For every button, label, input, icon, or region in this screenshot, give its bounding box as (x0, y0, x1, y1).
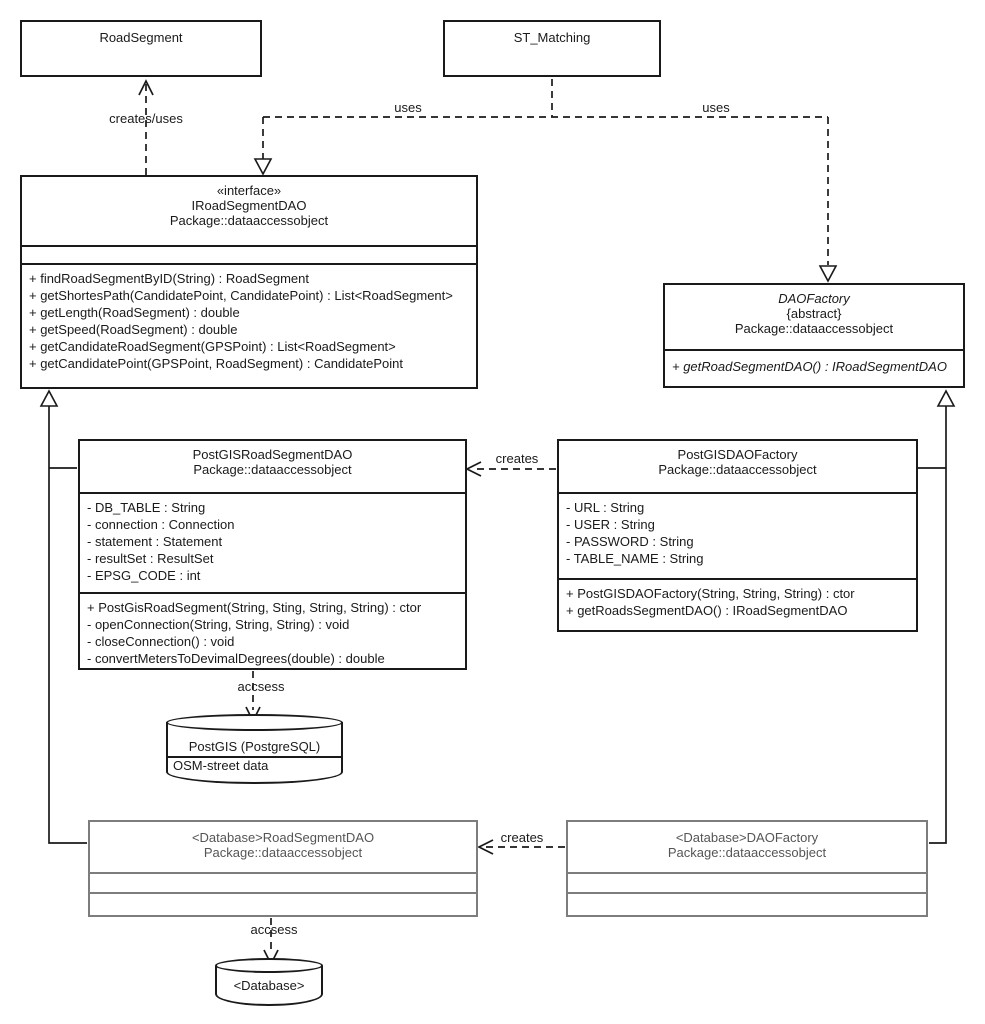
postgisfactory-title: PostGISDAOFactory (677, 447, 798, 462)
db-daofactory-package: Package::dataaccessobject (667, 845, 827, 860)
daofactory-modifier: {abstract} (786, 306, 842, 321)
postgisdao-title: PostGISRoadSegmentDAO (192, 447, 353, 462)
attribute-line: - statement : Statement (87, 534, 223, 549)
postgisdao-attributes: - DB_TABLE : String - connection : Conne… (80, 494, 465, 594)
edge-label-creates-mid: creates (495, 451, 539, 466)
triangle-arrow-into-daofactory (818, 265, 838, 283)
attribute-line: - resultSet : ResultSet (87, 551, 214, 566)
method-line: + PostGISDAOFactory(String, String, Stri… (566, 586, 855, 601)
cylinder-top-ellipse (166, 714, 343, 731)
cylinder-top-ellipse (215, 958, 323, 973)
datastore-postgis-subtitle: OSM-street data (173, 758, 269, 773)
attribute-line: - URL : String (566, 500, 645, 515)
db-roadsegmentdao-methods-empty (90, 894, 476, 919)
attribute-line: - TABLE_NAME : String (566, 551, 704, 566)
db-roadsegmentdao-title: <Database>RoadSegmentDAO (191, 830, 375, 845)
method-line: + getLength(RoadSegment) : double (29, 305, 240, 320)
postgisdao-header: PostGISRoadSegmentDAO Package::dataacces… (80, 441, 465, 494)
method-line: + getCandidatePoint(GPSPoint, RoadSegmen… (29, 356, 403, 371)
interface-attributes-empty (22, 247, 476, 265)
class-database-roadsegmentdao: <Database>RoadSegmentDAO Package::dataac… (88, 820, 478, 917)
edge-label-access-top: accsess (237, 679, 285, 694)
postgisfactory-package: Package::dataaccessobject (658, 462, 817, 477)
edge-label-creates-bottom: creates (500, 830, 544, 845)
class-postgisroadsegmentdao: PostGISRoadSegmentDAO Package::dataacces… (78, 439, 467, 670)
class-roadsegment-title: RoadSegment (99, 30, 183, 45)
method-line: + getShortesPath(CandidatePoint, Candida… (29, 288, 453, 303)
datastore-database: <Database> (215, 958, 323, 1006)
edge-generalization-right (929, 406, 947, 844)
cylinder-body: PostGIS (PostgreSQL) OSM-street data (166, 722, 343, 784)
triangle-arrow-into-interface (253, 158, 273, 176)
class-postgisdaofactory: PostGISDAOFactory Package::dataaccessobj… (557, 439, 918, 632)
interface-stereotype: «interface» (216, 183, 282, 198)
method-line: + PostGisRoadSegment(String, Sting, Stri… (87, 600, 422, 615)
edge-label-creates-uses: creates/uses (109, 111, 183, 126)
attribute-line: - EPSG_CODE : int (87, 568, 201, 583)
class-stmatching-title: ST_Matching (513, 30, 591, 45)
attribute-line: - connection : Connection (87, 517, 235, 532)
method-line: - closeConnection() : void (87, 634, 235, 649)
method-line: - openConnection(String, String, String)… (87, 617, 350, 632)
method-line: + getCandidateRoadSegment(GPSPoint) : Li… (29, 339, 396, 354)
method-line: + getRoadsSegmentDAO() : IRoadSegmentDAO (566, 603, 848, 618)
postgisfactory-methods: + PostGISDAOFactory(String, String, Stri… (559, 580, 916, 634)
db-daofactory-attributes-empty (568, 874, 926, 894)
interface-iroadsegmentdao: «interface» IRoadSegmentDAO Package::dat… (20, 175, 478, 389)
postgisdao-package: Package::dataaccessobject (193, 462, 352, 477)
db-roadsegmentdao-package: Package::dataaccessobject (203, 845, 363, 860)
method-line: + getSpeed(RoadSegment) : double (29, 322, 238, 337)
interface-package: Package::dataaccessobject (169, 213, 329, 228)
class-stmatching: ST_Matching (443, 20, 661, 77)
daofactory-header: DAOFactory {abstract} Package::dataacces… (665, 285, 963, 351)
interface-title: IRoadSegmentDAO (191, 198, 307, 213)
attribute-line: - USER : String (566, 517, 655, 532)
daofactory-title: DAOFactory (778, 291, 850, 306)
db-roadsegmentdao-header: <Database>RoadSegmentDAO Package::dataac… (90, 822, 476, 874)
db-daofactory-header: <Database>DAOFactory Package::dataaccess… (568, 822, 926, 874)
triangle-arrow-up-left-trunk (39, 389, 59, 407)
datastore-postgis: PostGIS (PostgreSQL) OSM-street data (166, 714, 343, 784)
attribute-line: - PASSWORD : String (566, 534, 694, 549)
db-daofactory-title: <Database>DAOFactory (675, 830, 819, 845)
class-roadsegment: RoadSegment (20, 20, 262, 77)
edge-label-access-bottom: accsess (250, 922, 298, 937)
daofactory-methods: + getRoadSegmentDAO() : IRoadSegmentDAO (665, 351, 963, 390)
method-line: - convertMetersToDevimalDegrees(double) … (87, 651, 385, 666)
db-daofactory-methods-empty (568, 894, 926, 919)
attribute-line: - DB_TABLE : String (87, 500, 206, 515)
edge-generalization-left (48, 406, 87, 844)
class-database-daofactory: <Database>DAOFactory Package::dataaccess… (566, 820, 928, 917)
postgisdao-methods: + PostGisRoadSegment(String, Sting, Stri… (80, 594, 465, 672)
interface-header: «interface» IRoadSegmentDAO Package::dat… (22, 177, 476, 247)
triangle-arrow-up-right-trunk (936, 389, 956, 407)
db-roadsegmentdao-attributes-empty (90, 874, 476, 894)
datastore-database-title: <Database> (233, 978, 305, 993)
open-arrow-left-creates-mid (465, 461, 482, 477)
edge-label-uses-right: uses (702, 100, 730, 115)
daofactory-package: Package::dataaccessobject (734, 321, 894, 336)
interface-methods: + findRoadSegmentByID(String) : RoadSegm… (22, 265, 476, 391)
class-daofactory: DAOFactory {abstract} Package::dataacces… (663, 283, 965, 388)
edge-label-uses-left: uses (394, 100, 422, 115)
datastore-postgis-title: PostGIS (PostgreSQL) (168, 738, 341, 758)
method-line: + getRoadSegmentDAO() : IRoadSegmentDAO (672, 359, 947, 374)
open-arrow-up-roadsegment (138, 79, 154, 96)
postgisfactory-attributes: - URL : String - USER : String - PASSWOR… (559, 494, 916, 580)
open-arrow-left-creates-bottom (477, 839, 494, 855)
postgisfactory-header: PostGISDAOFactory Package::dataaccessobj… (559, 441, 916, 494)
method-line: + findRoadSegmentByID(String) : RoadSegm… (29, 271, 310, 286)
